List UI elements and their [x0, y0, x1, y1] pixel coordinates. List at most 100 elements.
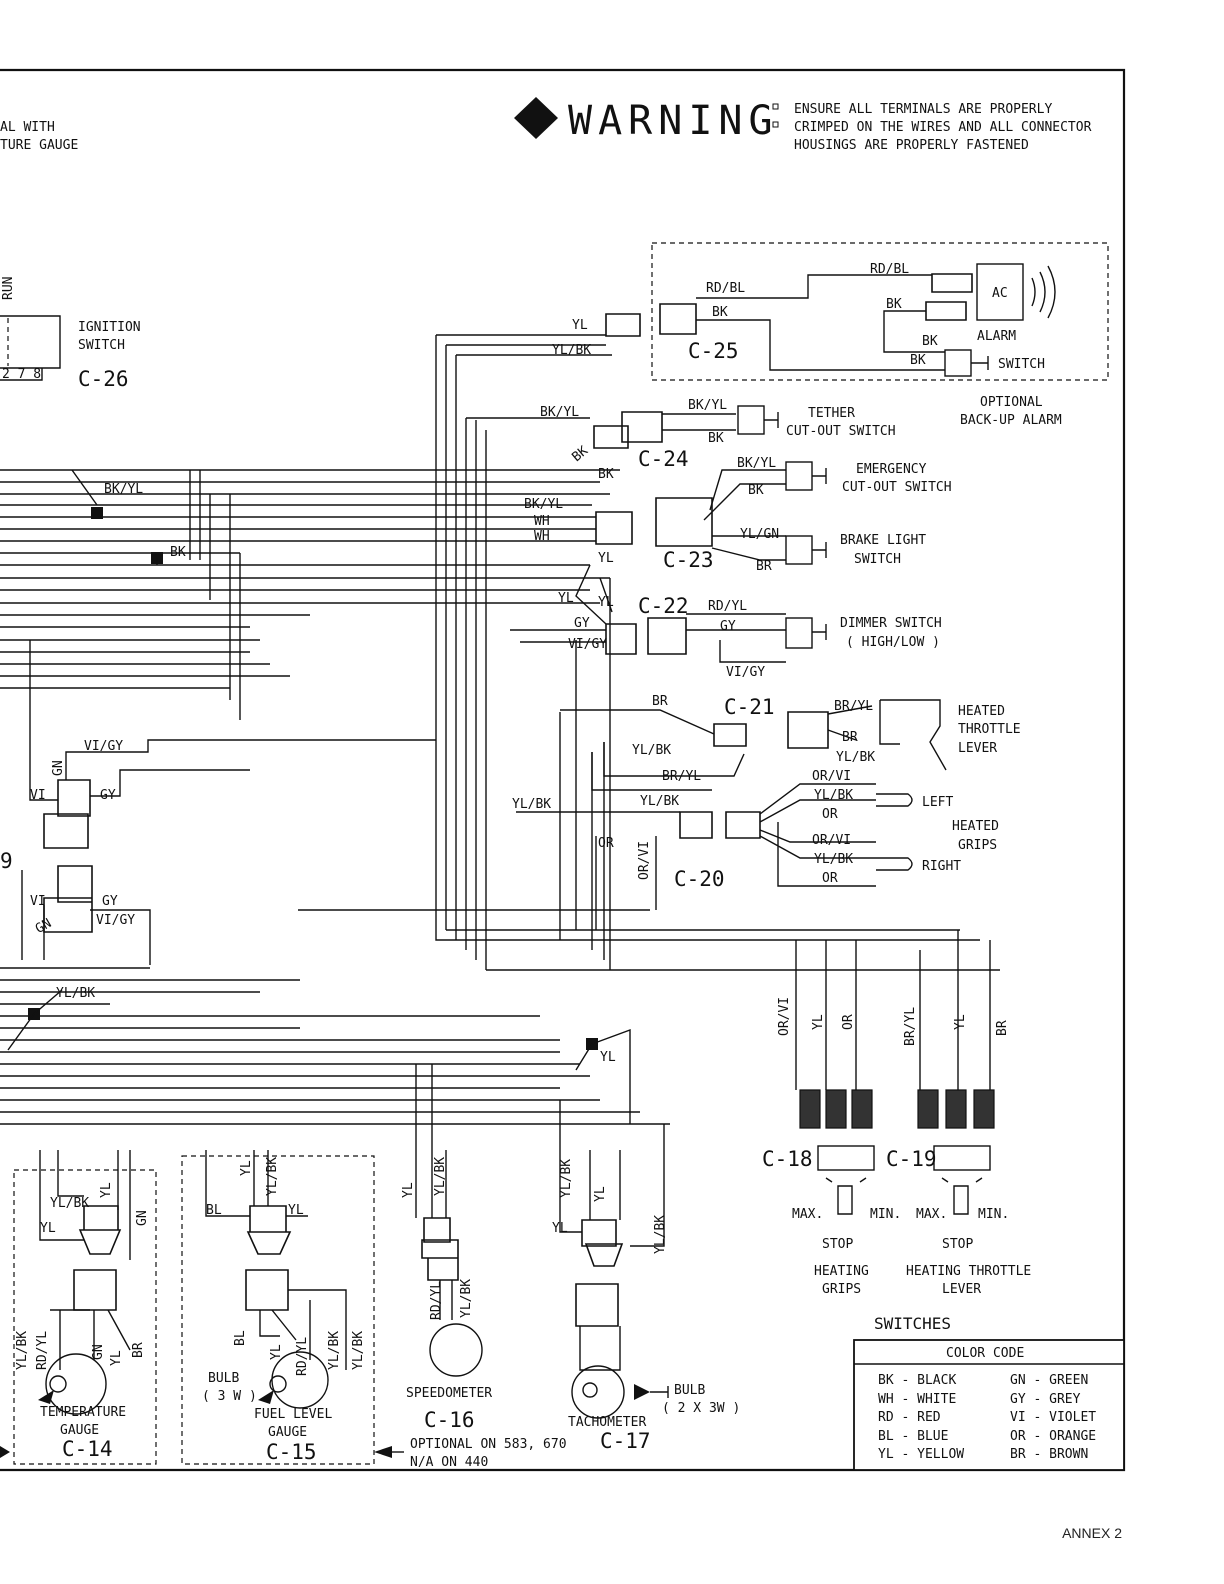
wire-label-vi-gy: VI/GY — [726, 665, 765, 680]
c19-label-1: HEATING THROTTLE — [906, 1264, 1031, 1279]
wire-label-rd-yl: RD/YL — [35, 1331, 50, 1370]
dimmer-label-2: ( HIGH/LOW ) — [846, 635, 940, 650]
wire-label-yl-bk: YL/BK — [351, 1331, 366, 1370]
optional-arrow-icon — [374, 1446, 392, 1458]
right-grip-icon — [876, 857, 913, 871]
fuel-bulb-label-2: ( 3 W ) — [202, 1389, 257, 1404]
wire-label-gn: GN — [51, 760, 66, 776]
wire-label-yl-bk: YL/BK — [653, 1215, 668, 1254]
brake-switch-lead — [812, 542, 827, 558]
c19-id: C-19 — [886, 1147, 937, 1171]
c19-max: MAX. — [916, 1207, 947, 1222]
wire-label-or: OR — [822, 871, 838, 886]
warning-line-2: CRIMPED ON THE WIRES AND ALL CONNECTOR — [794, 120, 1092, 135]
wire-label-yl-bk: YL/BK — [814, 788, 853, 803]
gauge-arrow-icon — [38, 1390, 54, 1404]
wire-label-bk: BK — [748, 483, 764, 498]
wire-label-bk: BK — [910, 353, 926, 368]
c19-connectors — [917, 1089, 995, 1129]
temp-gauge-label-1: TEMPERATURE — [40, 1405, 126, 1420]
alarm-switch-icon — [944, 349, 972, 377]
wire-label-yl-bk: YL/BK — [814, 852, 853, 867]
c15-id: C-15 — [266, 1440, 317, 1464]
optional-note-2: N/A ON 440 — [410, 1455, 488, 1470]
tether-switch-icon — [737, 405, 765, 435]
warning-bullet-icon — [772, 103, 779, 110]
color-code-left-4: BL - BLUE — [878, 1429, 948, 1444]
c24-connector — [593, 411, 663, 449]
wire-label-rd-bl: RD/BL — [870, 262, 909, 277]
wire-label-bk: BK — [569, 443, 591, 465]
temperature-gauge-icon — [45, 1353, 107, 1415]
color-code-right-1: GN - GREEN — [1010, 1373, 1088, 1388]
wire-label-yl-bk: YL/BK — [327, 1331, 342, 1370]
harness-branch — [71, 469, 241, 720]
left-grip-icon — [876, 793, 913, 807]
c14-connector — [73, 1205, 122, 1311]
dimmer-switch-lead — [812, 624, 827, 640]
tether-switch-lead — [764, 412, 779, 428]
color-code-right-5: BR - BROWN — [1010, 1447, 1088, 1462]
c20-wires — [516, 783, 876, 930]
wire-label-yl-bk: YL/BK — [50, 1196, 89, 1211]
wire-label-bk: BK — [886, 297, 902, 312]
wire-label-br-yl: BR/YL — [903, 1007, 918, 1046]
wire-label-gn: GN — [91, 1344, 106, 1360]
speedometer-icon — [429, 1323, 483, 1377]
wire-label-yl: YL — [598, 551, 614, 566]
yl-connector — [605, 313, 641, 337]
wire-label-br: BR — [652, 694, 668, 709]
wire-label-rd-bl: RD/BL — [706, 281, 745, 296]
wire-label-gy: GY — [574, 616, 590, 631]
wire-label-yl-bk: YL/BK — [640, 794, 679, 809]
wire-label-wh: WH — [534, 514, 550, 529]
wire-label-yl-bk: YL/BK — [632, 743, 671, 758]
color-code-table — [853, 1339, 1125, 1471]
wire-label-yl: YL — [558, 591, 574, 606]
c23-id: C-23 — [663, 548, 714, 572]
wire-label-vi-gy: VI/GY — [96, 913, 135, 928]
wire-label-yl-bk: YL/BK — [433, 1157, 448, 1196]
harness-top — [0, 469, 620, 604]
wire-label-yl-bk: YL/BK — [836, 750, 875, 765]
c22-wires — [510, 564, 786, 663]
wire-label-yl: YL — [288, 1203, 304, 1218]
throttle-label-1: HEATED — [958, 704, 1005, 719]
c14-box — [13, 1169, 157, 1465]
c14-wires — [39, 1150, 131, 1370]
c23-wires — [703, 469, 786, 561]
emergency-switch-lead — [812, 468, 827, 484]
emergency-label-1: EMERGENCY — [856, 462, 927, 477]
fuel-gauge-label-2: GAUGE — [268, 1425, 307, 1440]
wire-label-gy: GY — [720, 619, 736, 634]
color-code-right-3: VI - VIOLET — [1010, 1410, 1096, 1425]
emergency-switch-icon — [785, 461, 813, 491]
backup-alarm-title-2: BACK-UP ALARM — [960, 413, 1062, 428]
wire-label-yl: YL — [239, 1160, 254, 1176]
grips-label-2: GRIPS — [958, 838, 997, 853]
wire-label-bk: BK — [922, 334, 938, 349]
wire-label-yl: YL — [598, 595, 614, 610]
wire-label-bk-yl: BK/YL — [688, 398, 727, 413]
fuel-gauge-label-1: FUEL LEVEL — [254, 1407, 332, 1422]
wire-label-yl-gn: YL/GN — [740, 527, 779, 542]
color-code-left-3: RD - RED — [878, 1410, 941, 1425]
c15-connector — [245, 1205, 292, 1311]
wire-label-gn: GN — [33, 916, 54, 937]
wire-label-yl: YL — [593, 1186, 608, 1202]
wire-label-gy: GY — [102, 894, 118, 909]
brake-label-2: SWITCH — [854, 552, 901, 567]
wire-label-br: BR — [131, 1342, 146, 1358]
gauge-bulb-icon — [269, 1375, 287, 1393]
warning-line-1: ENSURE ALL TERMINALS ARE PROPERLY — [794, 102, 1052, 117]
wire-label-yl-bk: YL/BK — [15, 1331, 30, 1370]
gauge-arrow-icon — [258, 1390, 274, 1404]
wire-label-yl: YL — [600, 1050, 616, 1065]
c20-id: C-20 — [674, 867, 725, 891]
wire-label-br: BR — [842, 730, 858, 745]
annex-label: ANNEX 2 — [1062, 1525, 1122, 1541]
tachometer-label: TACHOMETER — [568, 1415, 646, 1430]
c18-switch-body — [817, 1145, 875, 1171]
tachometer-icon — [571, 1365, 625, 1419]
